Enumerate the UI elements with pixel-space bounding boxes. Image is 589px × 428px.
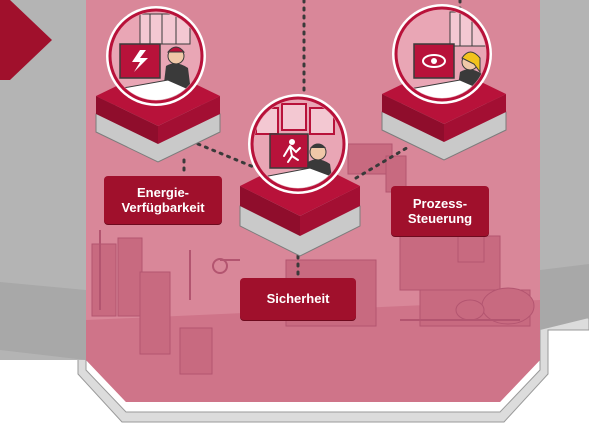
arrow-right-icon — [0, 0, 52, 80]
label-energy-line2: Verfügbarkeit — [121, 200, 205, 215]
safety-workstation-icon — [248, 94, 348, 194]
label-safety: Sicherheit — [240, 278, 356, 320]
label-process-control: Prozess- Steuerung — [391, 186, 489, 236]
label-process-line2: Steuerung — [407, 211, 473, 226]
energy-workstation-icon — [106, 6, 206, 106]
label-safety-text: Sicherheit — [266, 291, 330, 306]
label-energy-line1: Energie- — [136, 185, 189, 200]
label-process-line1: Prozess- — [412, 196, 468, 211]
label-energy-availability: Energie- Verfügbarkeit — [104, 176, 222, 224]
process-workstation-icon — [392, 4, 492, 104]
